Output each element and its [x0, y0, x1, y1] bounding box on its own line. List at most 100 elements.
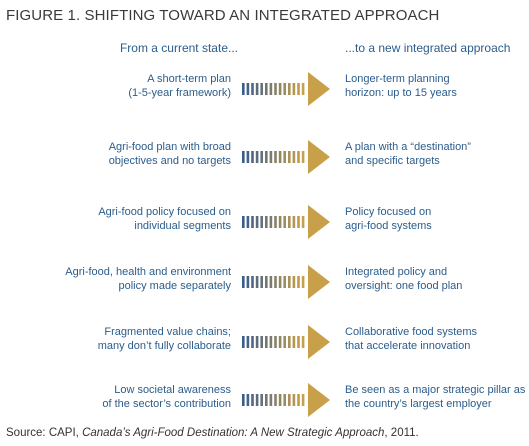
arrow-dash [297, 83, 300, 95]
arrow-dash [274, 394, 277, 406]
transition-arrow-icon [242, 72, 330, 106]
transition-arrow-icon [242, 383, 330, 417]
arrow-dash [246, 151, 250, 163]
arrow-dash [246, 83, 250, 95]
arrow-dash [292, 83, 296, 95]
arrow-dash [269, 276, 273, 288]
arrow-dash [288, 151, 291, 163]
arrow-dash [274, 216, 277, 228]
arrow-head [308, 383, 330, 417]
arrow-dash [283, 394, 286, 406]
arrow-dash [260, 216, 263, 228]
arrow-dash [278, 336, 282, 348]
arrow-dash [251, 276, 254, 288]
arrow-dash [242, 83, 245, 95]
arrow-dash [301, 151, 305, 163]
figure-title: FIGURE 1. SHIFTING TOWARD AN INTEGRATED … [6, 7, 440, 24]
arrow-dash [292, 336, 296, 348]
arrow-dash [255, 336, 259, 348]
arrow-dash [260, 394, 263, 406]
arrow-dash [255, 151, 259, 163]
arrow-dash [283, 336, 286, 348]
arrow-dash [288, 336, 291, 348]
arrow-dash [242, 336, 245, 348]
transition-row: Fragmented value chains;many don’t fully… [0, 325, 529, 365]
transition-arrow-icon [242, 325, 330, 359]
arrow-dash [269, 83, 273, 95]
arrow-dash [278, 276, 282, 288]
arrow-dash [278, 394, 282, 406]
arrow-dash [260, 83, 263, 95]
arrow-dash [288, 216, 291, 228]
new-approach-text: A plan with a “destination”and specific … [345, 141, 471, 167]
arrow-dash [288, 276, 291, 288]
arrow-dash [269, 394, 273, 406]
arrow-dash [269, 151, 273, 163]
arrow-dash [246, 216, 250, 228]
current-state-header: From a current state... [119, 41, 238, 55]
arrow-dash [292, 394, 296, 406]
arrow-dash [274, 336, 277, 348]
arrow-dash [265, 216, 268, 228]
arrow-dash [265, 276, 268, 288]
arrow-dash [283, 216, 286, 228]
arrow-dash [269, 216, 273, 228]
arrow-dash [260, 336, 263, 348]
arrow-head [308, 205, 330, 239]
arrow-dash [283, 151, 286, 163]
arrow-dash [301, 336, 305, 348]
arrow-dash [278, 216, 282, 228]
arrow-dash [297, 336, 300, 348]
arrow-head [308, 72, 330, 106]
arrow-dash [242, 216, 245, 228]
arrow-dash [246, 276, 250, 288]
arrow-dash [251, 394, 254, 406]
arrow-dash [251, 336, 254, 348]
current-state-text: A short-term plan(1-5-year framework) [128, 73, 231, 99]
arrow-head [308, 325, 330, 359]
arrow-dash [288, 394, 291, 406]
arrow-dash [251, 151, 254, 163]
arrow-head [308, 265, 330, 299]
arrow-dash [288, 83, 291, 95]
transition-arrow-icon [242, 205, 330, 239]
arrow-dash [292, 151, 296, 163]
arrow-dash [265, 151, 268, 163]
transition-arrow-icon [242, 140, 330, 174]
arrow-dash [283, 276, 286, 288]
arrow-dash [278, 151, 282, 163]
arrow-dash [274, 83, 277, 95]
arrow-dash [255, 83, 259, 95]
arrow-dash [297, 276, 300, 288]
transition-row: A short-term plan(1-5-year framework) Lo… [0, 72, 529, 112]
arrow-dash [292, 216, 296, 228]
arrow-dash [297, 151, 300, 163]
arrow-dash [269, 336, 273, 348]
arrow-dash [274, 276, 277, 288]
arrow-dash [301, 394, 305, 406]
arrow-dash [255, 216, 259, 228]
new-approach-header: ...to a new integrated approach [345, 41, 511, 55]
arrow-dash [246, 336, 250, 348]
arrow-dash [297, 216, 300, 228]
arrow-dash [265, 394, 268, 406]
arrow-dash [301, 83, 305, 95]
arrow-dash [292, 276, 296, 288]
arrow-dash [251, 83, 254, 95]
source-citation: Source: CAPI, Canada’s Agri-Food Destina… [6, 427, 419, 439]
arrow-dash [260, 276, 263, 288]
arrow-dash [242, 276, 245, 288]
